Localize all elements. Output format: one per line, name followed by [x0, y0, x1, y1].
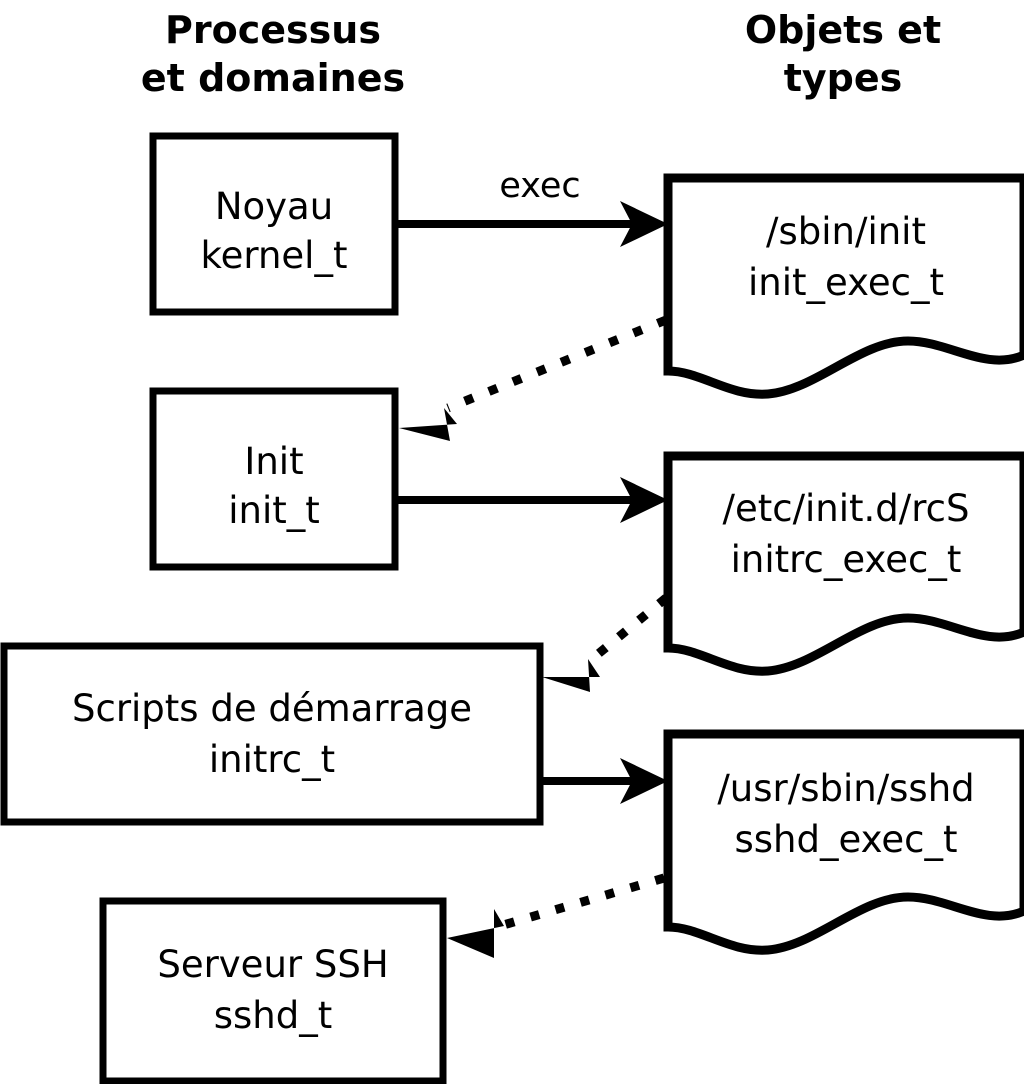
edge-init-to-initrc-exec-arrowhead — [620, 477, 668, 523]
node-init-exec-document-shape[interactable] — [663, 173, 1024, 399]
edge-init-exec-to-init — [399, 315, 668, 441]
node-kernel-line1: Noyau — [215, 185, 333, 228]
column-header-objects-line2: types — [784, 56, 903, 100]
node-sshd-box[interactable] — [99, 897, 447, 1084]
edge-init-exec-to-init-line — [446, 315, 668, 413]
node-sshd-exec-document-shape[interactable] — [663, 729, 1024, 955]
edge-init-exec-to-init-arrowhead — [399, 408, 457, 441]
node-init-box[interactable] — [149, 387, 399, 571]
node-kernel-box[interactable] — [149, 132, 399, 316]
node-initrc-exec-line1: /etc/init.d/rcS — [722, 487, 969, 530]
node-init-exec[interactable]: /sbin/init init_exec_t — [663, 173, 1024, 399]
node-sshd-line1: Serveur SSH — [157, 943, 388, 986]
node-init-exec-line1: /sbin/init — [766, 210, 926, 253]
edge-sshd-exec-to-sshd-line — [498, 873, 666, 931]
edge-initrc-exec-to-initrc — [542, 594, 669, 692]
node-sshd-exec[interactable]: /usr/sbin/sshd sshd_exec_t — [663, 729, 1024, 955]
edge-sshd-exec-to-sshd — [447, 873, 666, 958]
column-header-processes-line2: et domaines — [141, 56, 405, 100]
edge-initrc-exec-to-initrc-line — [589, 594, 669, 663]
node-kernel-line2: kernel_t — [201, 234, 348, 277]
node-initrc-exec[interactable]: /etc/init.d/rcS initrc_exec_t — [663, 451, 1024, 676]
edge-sshd-exec-to-sshd-arrowhead — [447, 909, 504, 958]
node-initrc-line2: initrc_t — [209, 738, 335, 781]
node-init-exec-line2: init_exec_t — [748, 261, 944, 304]
node-init-line2: init_t — [228, 489, 320, 532]
column-header-objects: Objets et types — [745, 8, 941, 100]
edge-initrc-to-sshd-exec — [543, 758, 668, 804]
node-sshd-exec-line2: sshd_exec_t — [735, 818, 958, 861]
edge-kernel-to-init-exec-arrowhead — [620, 201, 668, 247]
edge-init-to-initrc-exec — [397, 477, 668, 523]
node-sshd-exec-line1: /usr/sbin/sshd — [717, 767, 974, 810]
node-initrc[interactable]: Scripts de démarrage initrc_t — [0, 642, 544, 826]
node-initrc-line1: Scripts de démarrage — [72, 687, 472, 730]
node-kernel[interactable]: Noyau kernel_t — [149, 132, 399, 316]
node-sshd[interactable]: Serveur SSH sshd_t — [99, 897, 447, 1084]
column-header-objects-line1: Objets et — [745, 8, 941, 52]
edge-initrc-exec-to-initrc-arrowhead — [542, 659, 600, 692]
edge-label-exec: exec — [499, 166, 580, 206]
node-initrc-exec-line2: initrc_exec_t — [731, 538, 962, 581]
node-sshd-line2: sshd_t — [214, 994, 333, 1037]
node-initrc-exec-document-shape[interactable] — [663, 451, 1024, 676]
node-initrc-box[interactable] — [0, 642, 544, 826]
node-init[interactable]: Init init_t — [149, 387, 399, 571]
column-header-processes-line1: Processus — [165, 8, 381, 52]
edge-kernel-to-init-exec: exec — [398, 166, 668, 247]
node-init-line1: Init — [244, 440, 303, 483]
edge-initrc-to-sshd-exec-arrowhead — [620, 758, 668, 804]
column-header-processes: Processus et domaines — [141, 8, 405, 100]
